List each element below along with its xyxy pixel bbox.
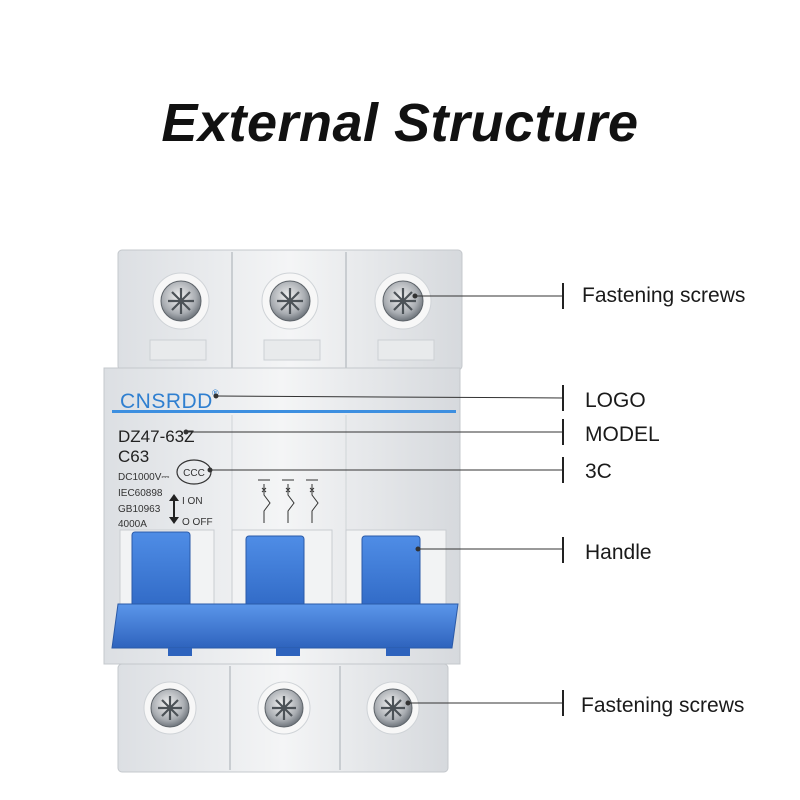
leader-dot-handle <box>415 546 421 552</box>
brand-logo: CNSRDD <box>120 390 213 413</box>
handle-lever-1 <box>131 531 191 613</box>
bottom-screw-3 <box>366 681 420 735</box>
spec-voltage: DC1000V⎓ <box>118 472 169 483</box>
handle-block <box>111 529 459 656</box>
rating-text: C63 <box>118 447 149 466</box>
model-text: DZ47-63Z <box>118 427 195 446</box>
off-label: O OFF <box>182 517 213 528</box>
callout-fastening-screws-top: Fastening screws <box>582 284 746 307</box>
svg-text:CCC: CCC <box>183 468 205 479</box>
top-screw-3 <box>374 272 432 330</box>
callout-handle: Handle <box>585 541 652 564</box>
diagram-title: External Structure <box>161 93 639 153</box>
callout-tick-3c <box>562 457 564 483</box>
on-label: I ON <box>182 496 203 507</box>
registered-mark: ® <box>212 388 219 398</box>
callout-tick-top-screws <box>562 283 564 309</box>
callout-tick-handle <box>562 537 564 563</box>
callout-tick-logo <box>562 385 564 411</box>
bottom-screw-2 <box>257 681 311 735</box>
spec-standard-iec: IEC60898 <box>118 488 163 499</box>
leader-dot-top-screws <box>412 293 418 299</box>
handle-tie-bar <box>111 603 459 649</box>
leader-dot-3c <box>207 467 213 473</box>
leader-dot-model <box>183 429 189 435</box>
spec-breaking-capacity: 4000A <box>118 519 147 530</box>
bottom-screw-1 <box>143 681 197 735</box>
callout-tick-bottom-screws <box>562 690 564 716</box>
handle-lever-2 <box>245 535 305 613</box>
callout-tick-model <box>562 419 564 445</box>
callout-3c: 3C <box>585 460 612 483</box>
blue-stripe <box>112 410 456 413</box>
callout-logo: LOGO <box>585 389 646 412</box>
handle-lever-3 <box>361 535 421 613</box>
leader-line-logo <box>215 395 565 399</box>
leader-dot-logo <box>213 393 219 399</box>
leader-lines <box>183 293 565 706</box>
top-screw-1 <box>152 272 210 330</box>
circuit-schematic-icon <box>258 479 319 523</box>
top-screw-2 <box>261 272 319 330</box>
leader-dot-bottom-screws <box>405 700 411 706</box>
callout-model: MODEL <box>585 423 660 446</box>
spec-standard-gb: GB10963 <box>118 504 161 515</box>
callout-fastening-screws-bottom: Fastening screws <box>581 694 745 717</box>
on-off-arrow-icon <box>169 494 179 524</box>
